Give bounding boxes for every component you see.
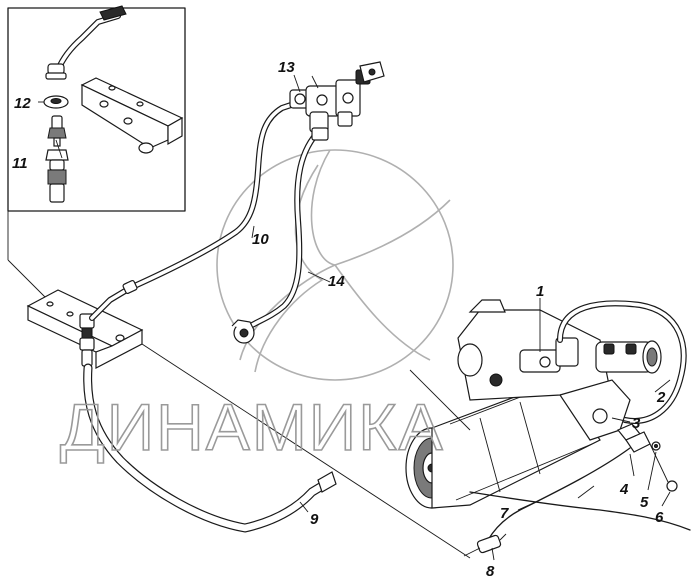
valve-assembly [289,61,385,141]
callout-14: 14 [328,273,345,290]
callout-4: 4 [619,481,629,498]
pipe-10 [89,99,303,321]
sensor-parts [617,423,678,492]
callout-1: 1 [536,283,544,300]
callout-labels: 1 2 3 4 5 6 7 8 9 10 11 12 13 14 [12,59,666,580]
inset-bracket [80,77,184,154]
watermark-logo [216,149,454,381]
callout-6: 6 [655,509,664,526]
flexible-hose [83,363,337,533]
callout-8: 8 [486,563,495,580]
callout-11: 11 [12,155,28,172]
gearbox-housing [405,299,687,509]
leader-lines [141,75,471,559]
callout-10: 10 [252,231,269,248]
inset-tube [45,5,127,80]
callout-2: 2 [656,389,666,406]
watermark-text: ДИНАМИКА [60,390,445,464]
callout-5: 5 [640,494,649,511]
callout-9: 9 [310,511,319,528]
inset-washer [43,95,69,109]
inset-fitting [45,115,69,203]
mounting-bracket [26,289,144,369]
callout-12: 12 [14,95,31,112]
callout-13: 13 [278,59,295,76]
callout-3: 3 [632,415,641,432]
callout-7: 7 [500,505,509,522]
pipe-14 [231,127,323,344]
callout-leaders [38,74,671,561]
